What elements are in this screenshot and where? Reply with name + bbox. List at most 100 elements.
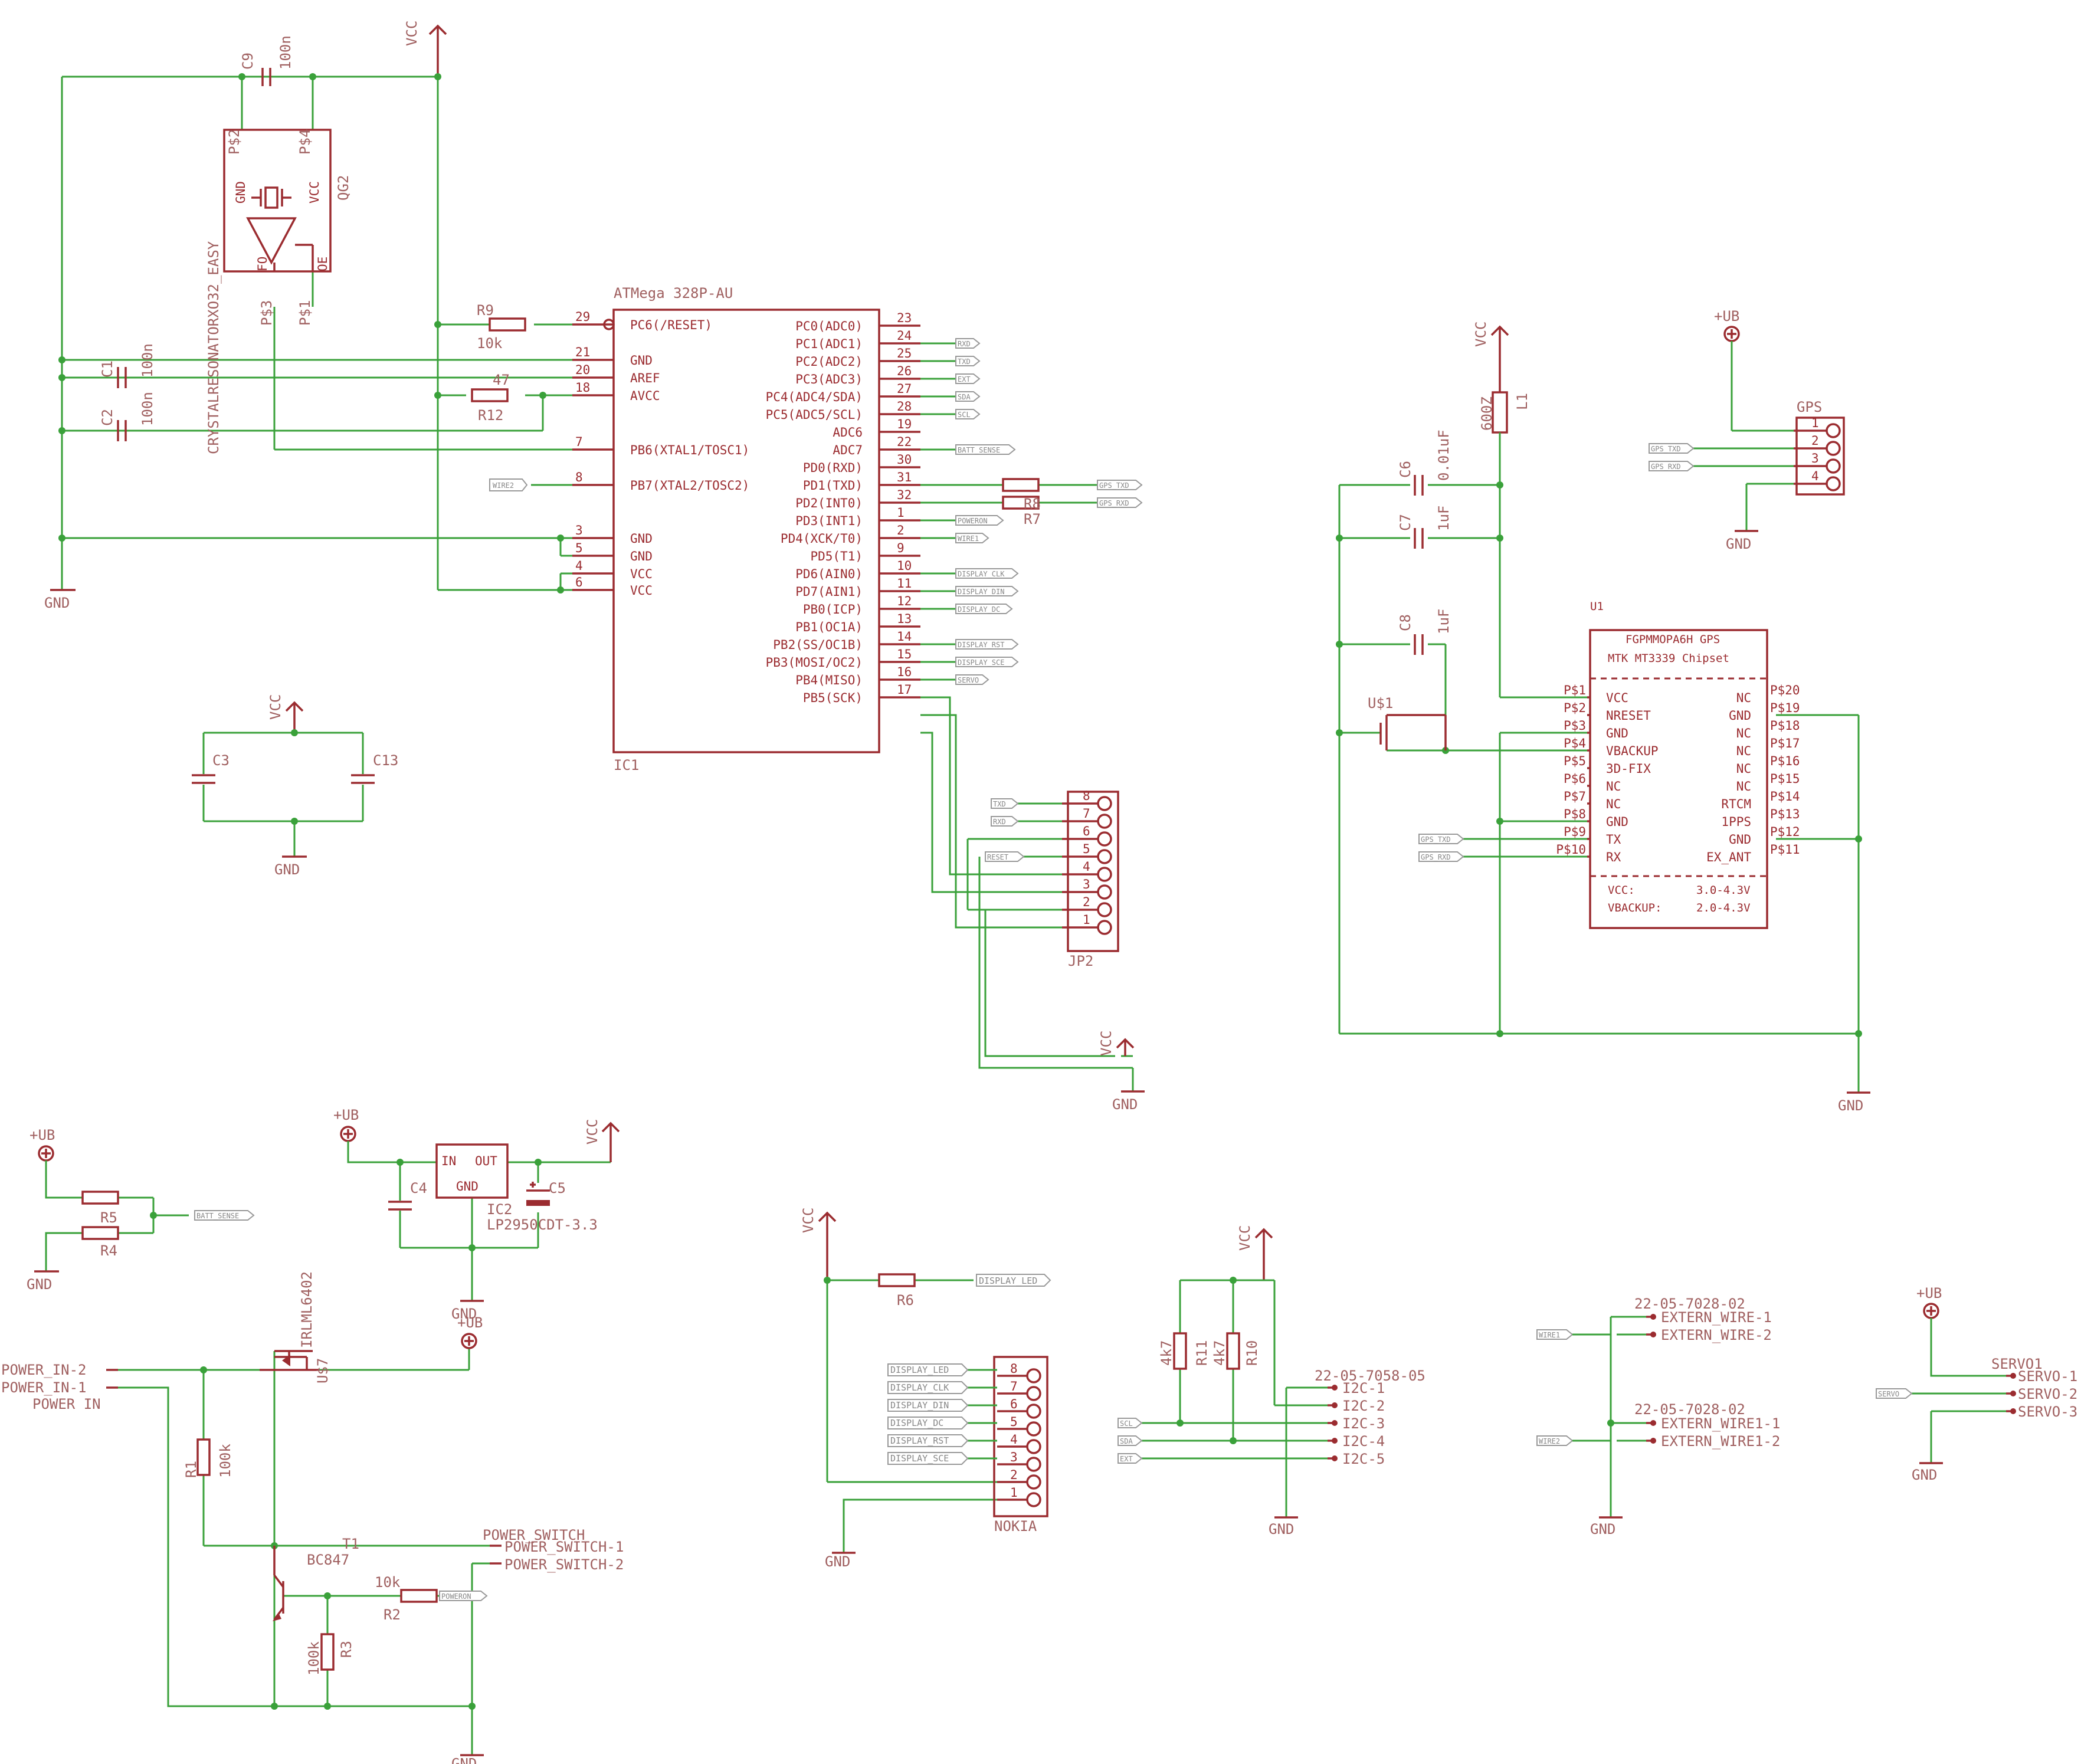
c6-value: 0.01uF	[1436, 429, 1452, 481]
ic1-pin-name: ADC6	[833, 425, 863, 440]
u1-left-pad: P$1	[1564, 683, 1586, 697]
jp2-pin-circle	[1097, 849, 1112, 864]
vcc-symbol: VCC	[404, 21, 447, 77]
ic1-pin-number: 12	[897, 594, 912, 608]
jp2-pin-number: 6	[1083, 824, 1090, 838]
i2c-pin-dot	[1332, 1455, 1338, 1461]
r9-value: 10k	[477, 335, 503, 352]
ic1-pin-name: PB4(MISO)	[795, 673, 863, 687]
nokia-pin-circle	[1026, 1386, 1041, 1401]
ic1-pin-number: 13	[897, 612, 912, 626]
ub-label-mosfet: +UB	[457, 1314, 483, 1331]
ic1-pin-name: PC4(ADC4/SDA)	[766, 390, 863, 404]
ic1-pin-number: 21	[575, 345, 590, 359]
r9-ref: R9	[477, 302, 494, 319]
power-in-2-label: POWER_IN-2	[1, 1362, 87, 1378]
ic1-pin-name: GND	[630, 353, 653, 368]
u1-right-name: NC	[1736, 726, 1751, 740]
nokia-pin-number: 5	[1010, 1415, 1018, 1429]
nokia-pin-circle	[1026, 1439, 1041, 1454]
t1-ref: T1	[342, 1536, 359, 1552]
ic1-left-pins: 29PC6(/RESET)21GND20AREF18AVCC7PB6(XTAL1…	[572, 310, 749, 598]
vcc-label-gps: VCC	[1473, 322, 1489, 347]
ic1-pin-number: 29	[575, 310, 590, 324]
flag-servo-mcu-text: SERVO	[958, 676, 979, 684]
flag-display-rst-mcu: DISPLAY_RST	[955, 639, 1019, 650]
flag-servo-connector: SERVO	[1876, 1388, 1913, 1399]
flag-ext-text: EXT	[958, 375, 971, 383]
ic1-pin-name: GND	[630, 549, 653, 563]
ic1-pin-name: GND	[630, 532, 653, 546]
ub-symbol-reg: +UB	[333, 1107, 359, 1142]
resistor-r7	[1002, 478, 1040, 492]
flag-display-dc-nokia-text: DISPLAY_DC	[890, 1418, 943, 1428]
r3-ref: R3	[338, 1641, 355, 1658]
jp2-pin-circle	[1097, 902, 1112, 917]
resistor-r8: R8 R7	[1002, 496, 1041, 527]
t1-value: BC847	[307, 1552, 349, 1568]
u1-left-pad: P$2	[1564, 701, 1586, 715]
u1-left-pad: P$9	[1564, 825, 1586, 839]
c6-ref: C6	[1397, 461, 1414, 478]
i2c-pin-label: I2C-5	[1342, 1451, 1385, 1467]
ub-symbol-mosfet: +UB	[457, 1314, 483, 1349]
flag-batt-sense-divider-text: BATT_SENSE	[196, 1212, 239, 1220]
nokia-pin-number: 7	[1010, 1379, 1018, 1394]
power-switch-2-label: POWER_SWITCH-2	[504, 1556, 624, 1573]
jp2-pin-circle	[1097, 831, 1112, 847]
u1-spec1-value: 3.0-4.3V	[1696, 884, 1751, 897]
crystal-vcc-label: VCC	[307, 181, 322, 204]
i2c-pin-dot	[1332, 1438, 1338, 1444]
flag-gps-rxd-mcu-text: GPS_RXD	[1099, 499, 1129, 507]
ic1-pin-name: VCC	[630, 583, 653, 598]
ic1-atmega: ATMega 328P-AU IC1	[603, 285, 880, 773]
flag-gps-rxd-mcu: GPS_RXD	[1097, 497, 1143, 508]
mosfet-value: IRLML6402	[299, 1271, 315, 1348]
u1-right-pins: P$20NCP$19GNDP$18NCP$17NCP$16NCP$15NCP$1…	[1706, 683, 1800, 864]
jp2-pin-number: 7	[1083, 806, 1090, 821]
crystal-pin-p4: P$4	[297, 129, 313, 155]
c13-ref: C13	[373, 752, 398, 769]
jp2-pin-circle	[1097, 814, 1112, 829]
flag-rxd: RXD	[955, 338, 981, 349]
gnd-label-jp2: GND	[1112, 1096, 1138, 1113]
vcc-symbol-i2c: VCC	[1237, 1225, 1273, 1280]
crystal-qg2: GND VCC FO OE P$2 P$4 P$3 P$1 QG2 CRYSTA…	[205, 129, 352, 454]
ic2-value: LP2950CDT-3.3	[487, 1217, 598, 1233]
r8-ref: R8	[1024, 496, 1041, 512]
gnd-symbol-jp2: GND	[1112, 1090, 1145, 1113]
l1-value: 600Z	[1479, 396, 1495, 431]
ic1-pin-name: PD3(INT1)	[795, 514, 863, 528]
ic1-pin-name: PB6(XTAL1/TOSC1)	[630, 443, 749, 457]
u1-right-name: RTCM	[1721, 797, 1751, 811]
gps-pin-number: 2	[1811, 434, 1819, 448]
flag-display-dc-mcu-text: DISPLAY_DC	[958, 605, 1000, 614]
flag-display-clk-mcu-text: DISPLAY_CLK	[958, 570, 1005, 578]
capacitor-c9: C9 100n	[240, 35, 294, 86]
power-switch-section: POWER_IN-2 POWER_IN-1 POWER IN R1 100k I…	[1, 1271, 624, 1764]
i2c-ref: 22-05-7058-05	[1315, 1368, 1425, 1384]
gps-header-ref: GPS	[1797, 399, 1822, 415]
servo-pin-label: SERVO-2	[2018, 1386, 2077, 1402]
servo-pin-dot	[2010, 1391, 2016, 1396]
flag-display-sce-nokia-text: DISPLAY_SCE	[890, 1453, 949, 1464]
i2c-section: VCC 4k7 R11 4k7 R10 SCL SDA EXT 22-05-70…	[1117, 1225, 1425, 1537]
flag-display-clk-mcu: DISPLAY_CLK	[955, 568, 1019, 579]
r12-value: 47	[493, 372, 510, 388]
servo-ref: SERVO1	[1991, 1356, 2043, 1372]
r5-ref: R5	[100, 1209, 117, 1226]
mosfet-ref: U$7	[314, 1358, 331, 1383]
flag-reset-jp2-text: RESET	[987, 853, 1008, 861]
ic1-pin-number: 11	[897, 576, 912, 591]
ic1-pin-number: 24	[897, 329, 912, 343]
ic1-pin-number: 1	[897, 506, 905, 520]
u1-left-name: RX	[1606, 850, 1621, 864]
u1-right-name: NC	[1736, 744, 1751, 758]
